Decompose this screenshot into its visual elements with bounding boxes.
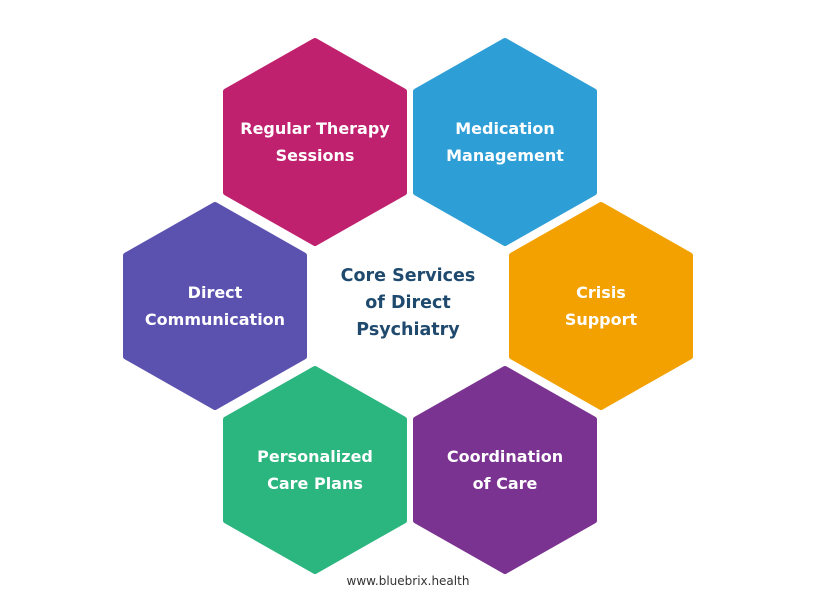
center-title-line: of Direct [365,293,451,313]
hexagon-direct-communication: Direct Communication [123,202,307,410]
hexagon-label-line: Support [564,310,638,329]
hexagon-label: Personalized Care Plans [226,369,404,571]
hexagon-label: Coordination of Care [416,369,594,571]
hexagon-label: Crisis Support [512,205,690,407]
hexagon-label-line: Management [446,146,564,165]
hexagon-label-line: Direct [187,283,243,302]
center-title-line: Core Services [340,266,476,286]
hexagon-label-line: Care Plans [267,474,363,493]
hexagon-label: Regular Therapy Sessions [226,41,404,243]
hexagon-shape [413,38,597,246]
hexagon-shape [413,366,597,574]
hexagon-shape [223,38,407,246]
hexagon-label-line: Medication [455,119,555,138]
center-title-line: Psychiatry [356,320,460,340]
hexagon-label-line: of Care [472,474,538,493]
hexagon-label-line: Sessions [275,146,355,165]
hexagon-label: Medication Management [416,41,594,243]
hexagon-label-line: Regular Therapy [240,119,390,138]
hexagon-regular-therapy-sessions: Regular Therapy Sessions [223,38,407,246]
footer-website[interactable]: www.bluebrix.health [346,574,470,588]
hexagon-label-line: Coordination [446,447,564,466]
hexagon-shape [123,202,307,410]
hexagon-shape [509,202,693,410]
hexagon-shape [223,366,407,574]
hexagon-label-line: Crisis [576,283,626,302]
hexagon-label-line: Personalized [257,447,373,466]
hexagon-personalized-care-plans: Personalized Care Plans [223,366,407,574]
diagram-center-title: Core Services of Direct Psychiatry [318,263,498,344]
hexagon-medication-management: Medication Management [413,38,597,246]
hexagon-coordination-of-care: Coordination of Care [413,366,597,574]
hexagon-crisis-support: Crisis Support [509,202,693,410]
hexagon-label: Direct Communication [126,205,304,407]
hexagon-label-line: Communication [144,310,286,329]
